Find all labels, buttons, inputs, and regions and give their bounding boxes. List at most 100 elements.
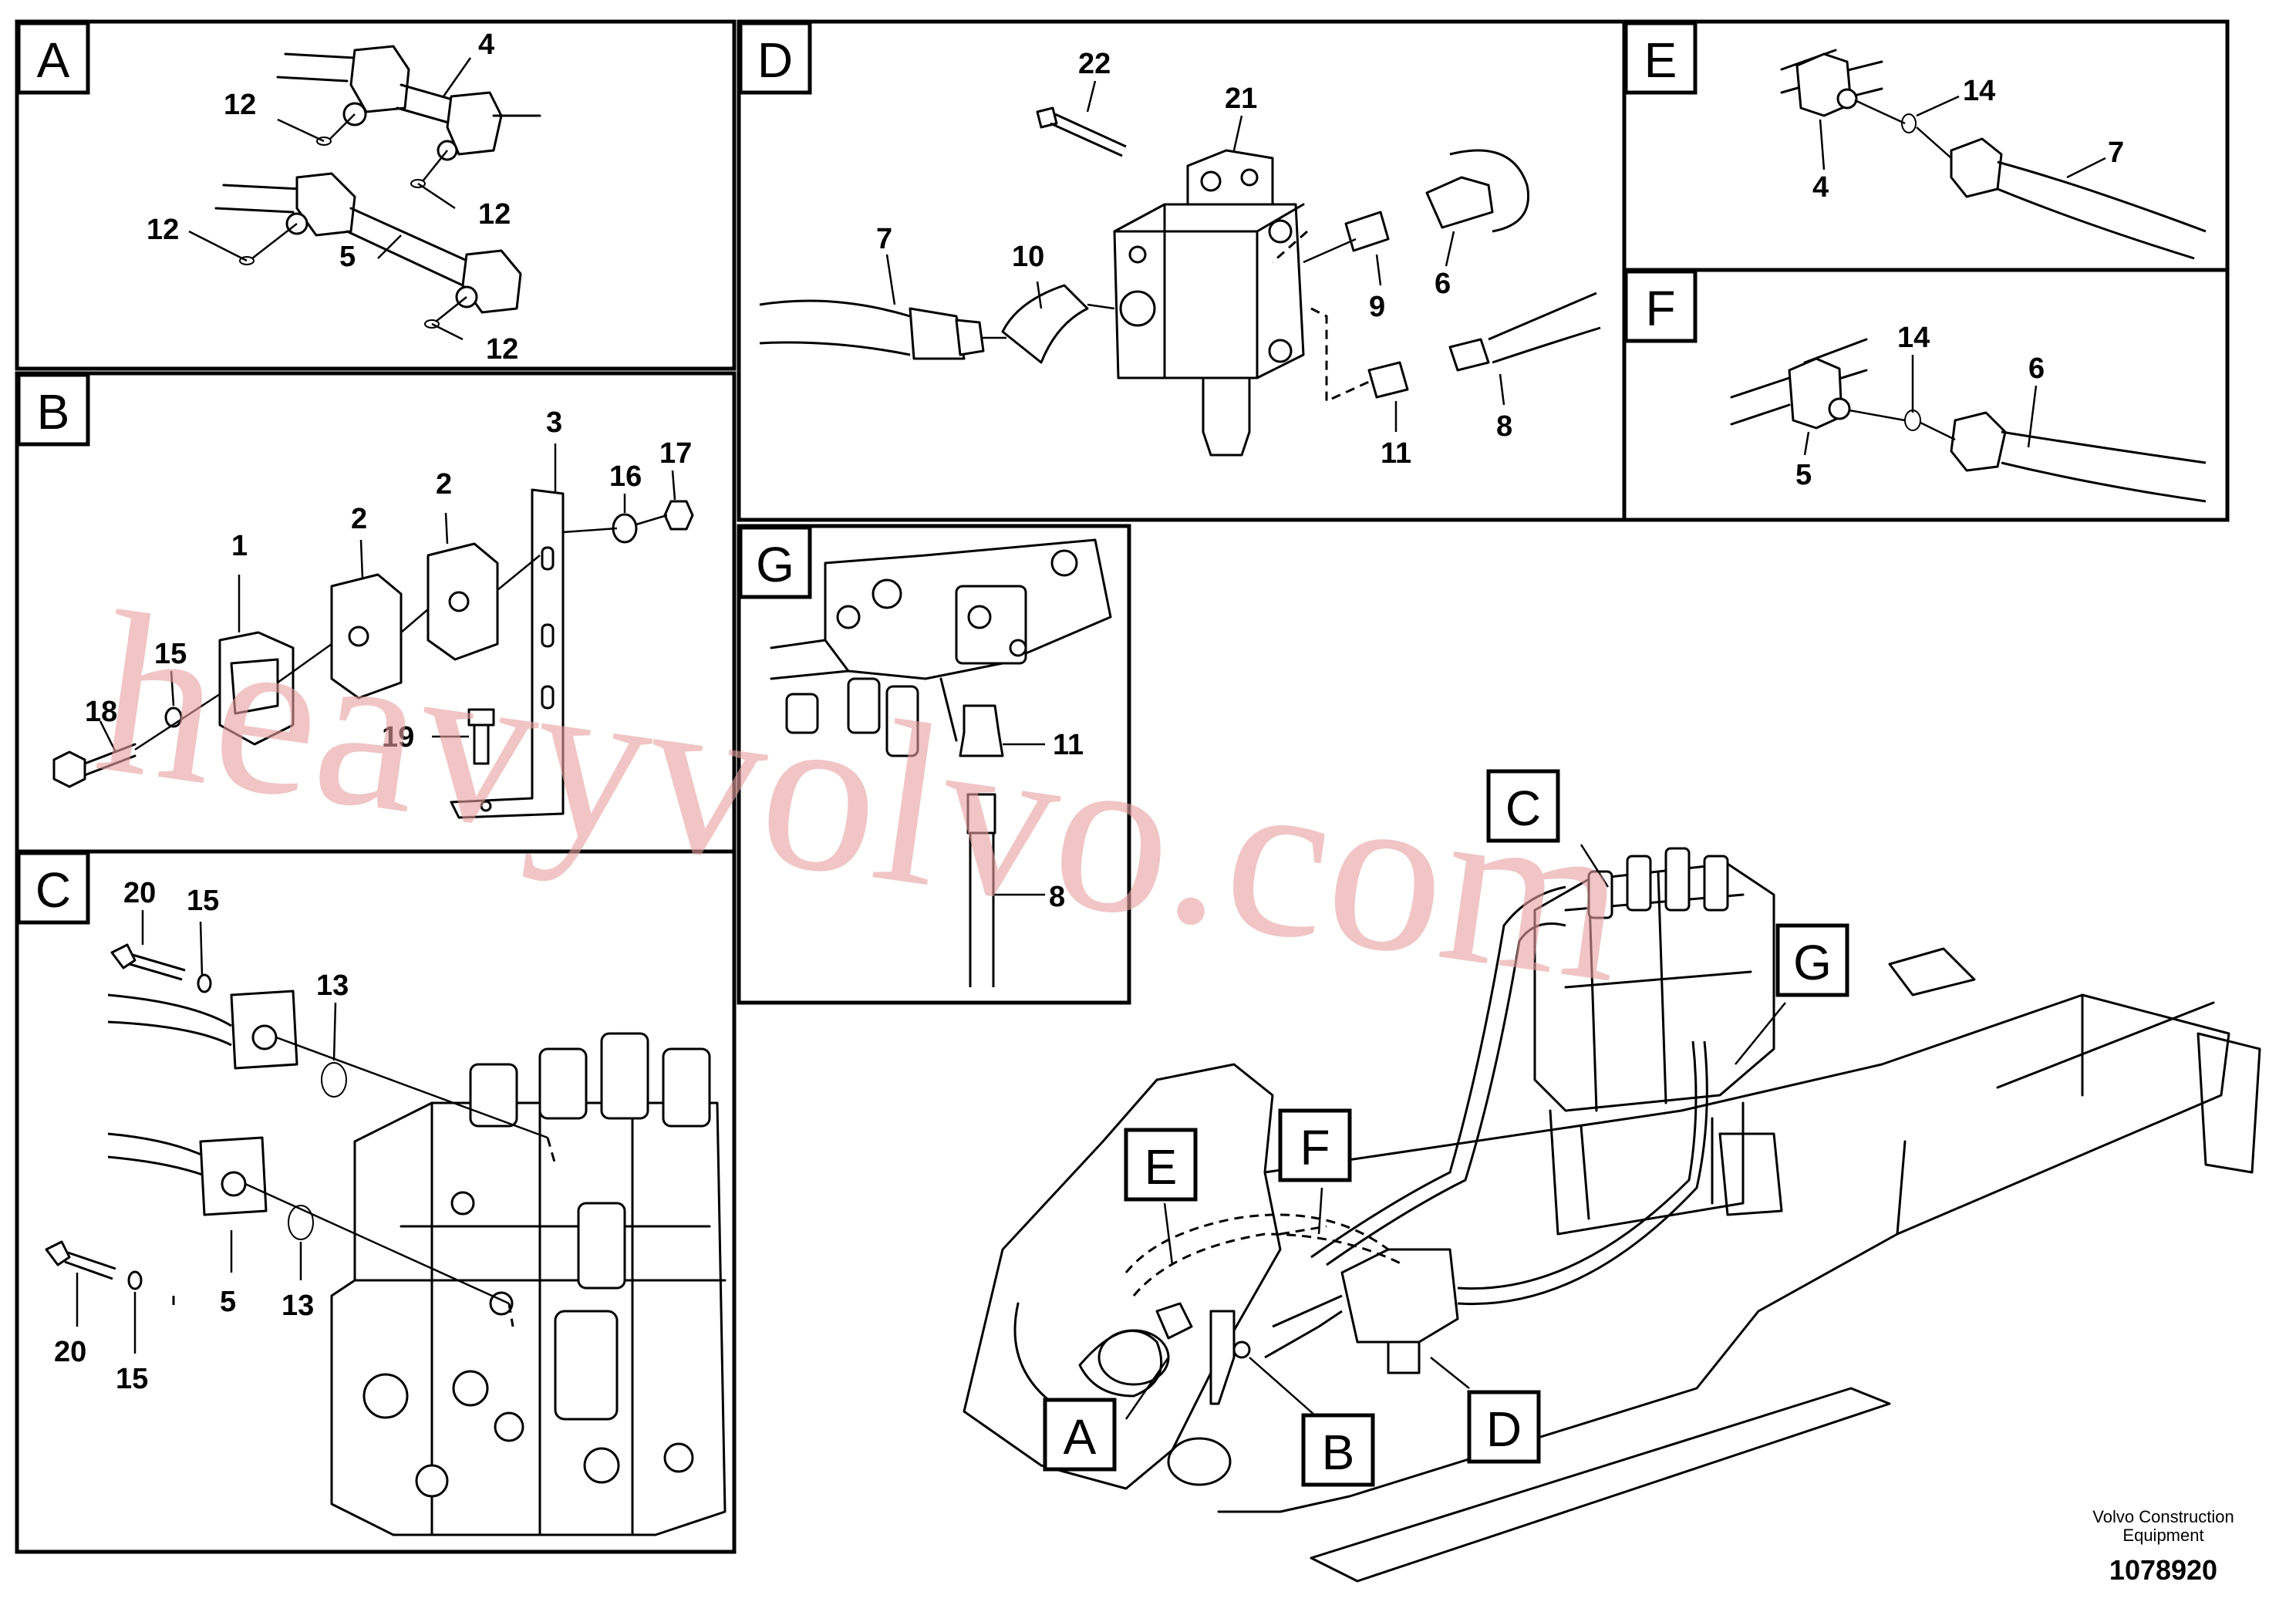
valve-body-21 [1113,149,1305,457]
panel-e: E 14 7 4 [1622,19,2230,272]
svg-text:B: B [1322,1425,1355,1480]
o-ring [239,256,255,265]
callout-10: 10 [1012,241,1044,273]
callout-18: 18 [85,696,117,728]
panel-a: A 4 12 12 12 12 5 [15,19,737,371]
callout-13: 13 [316,969,349,1002]
callout-5: 5 [1795,459,1812,491]
callout-15: 15 [154,638,187,670]
svg-text:A: A [1064,1409,1097,1465]
panel-g-letter: G [756,537,794,592]
svg-text:D: D [1486,1401,1522,1457]
callout-17: 17 [659,437,692,470]
callout-11: 11 [1381,437,1411,470]
bolt-18 [52,750,86,788]
callout-15: 15 [116,1363,148,1395]
o-ring [316,137,332,146]
callout-20: 20 [123,877,156,909]
o-ring [410,179,426,188]
overview-tag-e: E [1124,1128,1198,1202]
panel-d: D 22 21 [737,19,1627,522]
callout-8: 8 [1049,881,1065,913]
panel-g: G 11 8 [737,524,1131,1005]
hose-7 [759,299,911,356]
bolt-22 [1036,106,1127,157]
machine-overview: C G F E A B D [963,769,2261,1583]
callout-13: 13 [282,1290,314,1322]
callout-2: 2 [436,468,452,501]
panel-b: B 1 2 2 3 16 17 18 15 19 [15,371,737,854]
panel-f: F 14 6 5 [1622,268,2230,522]
footer-doc-number: 1078920 [2109,1554,2217,1586]
panel-b-letter: B [37,384,70,440]
callout-12: 12 [478,198,511,231]
svg-text:C: C [1505,781,1541,836]
callout-14: 14 [1897,322,1930,354]
footer: Volvo Construction Equipment 1078920 [2092,1507,2234,1586]
callout-16: 16 [609,460,642,493]
fitting-9 [1344,211,1390,252]
clamp-part-1 [218,631,295,746]
overview-tag-a: A [1043,1398,1117,1472]
panel-c-letter: C [35,862,71,918]
fitting-11 [959,704,1004,757]
panel-c: C [15,849,737,1554]
overview-tag-d: D [1467,1390,1541,1464]
watermark-text: heavyvolvo.com [85,563,1641,1031]
bracket-3 [450,488,565,819]
overview-tag-g: G [1775,923,1849,997]
o-ring-13 [288,1205,314,1240]
overview-tag-f: F [1278,1108,1352,1182]
callout-5: 5 [339,241,356,273]
callout-7: 7 [2108,137,2124,169]
hose-fitting-6 [1950,411,2007,472]
pipe-straight-lower [214,172,522,314]
overview-tag-b: B [1301,1413,1375,1487]
hose-8 [1488,292,1601,364]
callout-11: 11 [1053,729,1084,761]
o-ring-14 [1901,113,1917,133]
panel-e-letter: E [1644,32,1677,88]
callout-12: 12 [486,333,518,366]
panel-d-letter: D [757,32,793,88]
callout-2: 2 [351,503,367,535]
hose-fitting-7 [1950,137,2003,198]
callout-22: 22 [1078,48,1111,80]
callout-5: 5 [220,1286,236,1318]
callout-15: 15 [187,885,219,917]
callout-9: 9 [1369,291,1385,323]
fitting-6 [1425,176,1494,229]
callout-12: 12 [147,214,179,246]
callout-19: 19 [382,721,414,754]
panel-a-letter: A [37,32,70,88]
control-valve-block [330,1032,727,1536]
panel-f-letter: F [1645,281,1675,336]
o-ring-14 [1904,410,1921,431]
callout-4: 4 [1812,171,1829,204]
callout-6: 6 [1435,268,1451,300]
callout-7: 7 [876,223,892,255]
elbow-10 [1001,284,1089,364]
callout-20: 20 [54,1336,86,1368]
callout-8: 8 [1496,410,1512,443]
o-ring-13 [321,1062,347,1098]
bolt-19 [467,708,495,765]
callout-1: 1 [231,530,248,562]
overview-tag-c: C [1486,769,1560,843]
callout-3: 3 [546,406,562,439]
callout-14: 14 [1963,75,1995,107]
callout-12: 12 [224,89,256,121]
nut-17 [663,500,694,531]
callout-4: 4 [478,29,494,61]
hose-8 [969,833,995,987]
callout-21: 21 [1225,83,1257,115]
svg-text:F: F [1300,1120,1330,1175]
pipe-elbow-upper [276,45,541,161]
footer-company-2: Equipment [2122,1526,2203,1545]
o-ring [424,319,440,329]
svg-text:E: E [1145,1139,1178,1195]
valve-detail-g [770,538,1112,757]
fitting-11 [1367,361,1409,399]
callout-6: 6 [2028,352,2045,385]
